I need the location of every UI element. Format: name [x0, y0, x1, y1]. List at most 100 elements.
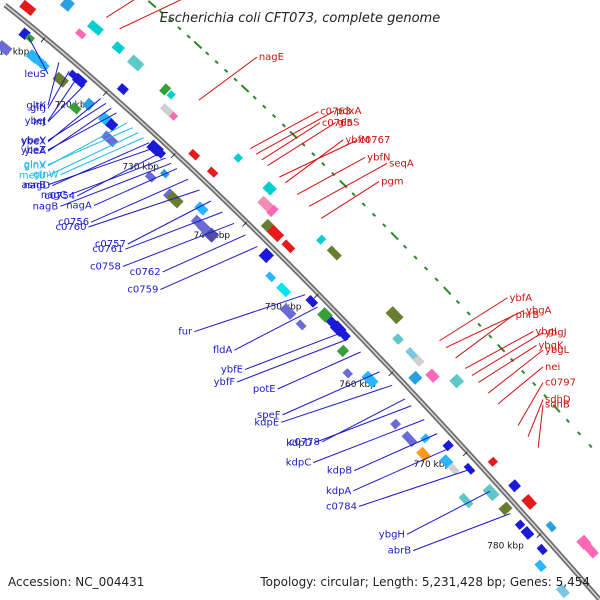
gene-feature	[265, 271, 277, 283]
gene-feature	[144, 171, 157, 183]
gene-label-leader	[471, 331, 544, 376]
gene-label-pgm: pgm	[381, 176, 403, 187]
gene-label-ybfE: ybfE	[221, 365, 243, 376]
gene-feature	[583, 543, 599, 559]
gene-label-leader	[47, 77, 78, 122]
gene-feature	[206, 166, 219, 178]
gene-label-metU: metU	[19, 171, 46, 182]
gene-label-leader	[527, 399, 544, 437]
gene-feature	[165, 190, 184, 209]
gene-label-leader	[517, 382, 544, 426]
gene-label-leader	[406, 490, 491, 535]
gene-feature	[385, 306, 404, 325]
gc-tick	[413, 255, 418, 260]
gc-tick	[382, 223, 387, 228]
gene-feature	[166, 90, 176, 100]
gene-label-leader	[244, 332, 343, 371]
gc-tick	[402, 244, 408, 249]
genome-title: Escherichia coli CFT073, complete genome	[160, 11, 440, 26]
kbp-tick	[536, 533, 542, 538]
gene-label-leader	[198, 56, 258, 101]
gene-feature	[262, 181, 277, 196]
gene-label-leader	[439, 297, 508, 342]
gene-label-sdhB: sdhB	[545, 400, 570, 411]
gene-label-leader	[47, 84, 86, 123]
gene-label-leader	[234, 306, 318, 351]
gene-feature	[316, 234, 327, 245]
gc-tick	[186, 34, 191, 39]
gene-label-ybgH: ybgH	[379, 529, 405, 540]
gc-tick	[390, 231, 399, 241]
gc-tick	[532, 381, 537, 387]
gene-feature	[295, 319, 307, 331]
gene-feature	[156, 148, 166, 159]
gene-label-leader	[282, 371, 380, 416]
gene-label-speF: speF	[257, 410, 281, 421]
gene-feature	[59, 0, 75, 12]
gene-label-phrB: phrB	[516, 310, 540, 321]
gc-tick	[331, 171, 336, 177]
gc-tick	[240, 84, 250, 93]
gc-tick	[321, 161, 326, 167]
gc-tick	[233, 77, 238, 82]
kbp-tick	[40, 37, 46, 43]
gene-label-glnX: glnX	[24, 161, 46, 172]
gene-label-leuS: leuS	[24, 69, 46, 80]
gc-tick	[521, 369, 526, 375]
gene-feature	[18, 27, 31, 40]
gene-label-leader	[125, 211, 223, 250]
gene-feature	[127, 54, 145, 72]
gene-label-leader	[354, 433, 438, 472]
gc-tick	[455, 299, 461, 305]
gene-label-ybgJ: ybgJ	[545, 327, 567, 338]
gc-tick	[205, 51, 210, 56]
gene-label-leader	[105, 0, 135, 18]
gene-feature	[105, 118, 119, 132]
gene-label-nagB: nagB	[33, 201, 59, 212]
gene-feature	[188, 148, 201, 161]
gene-label-leader	[47, 62, 60, 106]
gene-label-ybgL: ybgL	[545, 345, 570, 356]
gc-tick	[158, 10, 164, 15]
gene-feature	[116, 83, 129, 96]
gene-label-leader	[127, 200, 212, 245]
gene-feature	[425, 368, 440, 383]
gc-tick	[168, 18, 173, 23]
gene-label-leader	[27, 36, 49, 75]
gene-feature	[447, 462, 460, 476]
kbp-tick	[170, 153, 176, 159]
forward-gene-labels: leuSgltKgltJybeJlntybeXybeYyleAybeZglnXg…	[19, 36, 511, 557]
gene-label-yleA: yleA	[24, 146, 46, 157]
kbp-tick-label: 710 kbp	[0, 47, 30, 57]
gene-label-leader	[162, 234, 246, 273]
backbone-highlight	[4, 4, 600, 600]
gc-tick	[147, 0, 157, 9]
gc-tick	[588, 443, 593, 449]
gene-feature	[163, 188, 175, 200]
gene-label-leader	[119, 0, 182, 30]
gc-tick	[371, 212, 377, 218]
gene-feature	[169, 111, 179, 121]
gc-tick	[443, 286, 452, 296]
gc-tick	[488, 334, 493, 339]
gene-label-leader	[313, 419, 425, 464]
gc-tick	[423, 266, 429, 271]
gene-label-fldA: fldA	[213, 345, 233, 356]
gene-label-leader	[261, 122, 321, 161]
gene-feature	[233, 153, 243, 163]
gene-label-ybeJ: ybeJ	[25, 116, 46, 127]
gene-label-leader	[47, 102, 107, 141]
gene-feature	[521, 494, 537, 510]
gene-label-ybeZ: ybeZ	[21, 145, 46, 156]
gene-label-kdpA: kdpA	[326, 486, 351, 497]
gc-tick	[543, 394, 548, 399]
gc-tick	[351, 192, 356, 197]
gc-tick	[311, 152, 316, 157]
gene-label-leader	[249, 111, 319, 150]
gene-label-leader	[47, 112, 117, 151]
gene-label-lnt: lnt	[33, 117, 46, 128]
gene-feature	[305, 295, 319, 308]
gc-tick	[361, 202, 366, 207]
